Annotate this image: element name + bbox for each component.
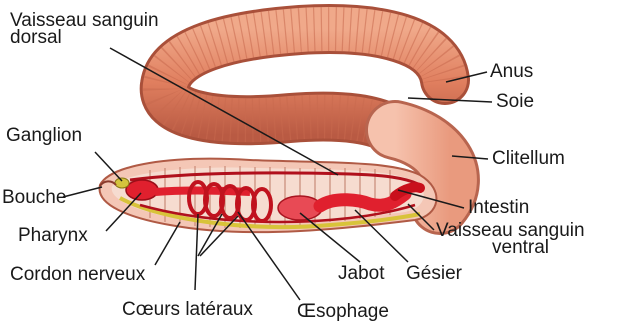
label-anus: Anus xyxy=(490,62,533,81)
label-intestin: Intestin xyxy=(468,198,529,217)
ganglion xyxy=(115,178,129,188)
label-coeurs-lateraux: Cœurs latéraux xyxy=(122,300,253,319)
label-cordon-nerveux: Cordon nerveux xyxy=(10,265,145,284)
label-pharynx: Pharynx xyxy=(18,226,88,245)
dissected-body xyxy=(100,159,437,232)
label-soie: Soie xyxy=(496,92,534,111)
label-bouche: Bouche xyxy=(2,188,66,207)
label-vaisseau-sanguin-dorsal: Vaisseau sanguin dorsal xyxy=(10,12,159,46)
label-ganglion: Ganglion xyxy=(6,126,82,145)
label-oesophage: Œsophage xyxy=(297,302,389,321)
label-clitellum: Clitellum xyxy=(492,149,565,168)
label-vaisseau-sanguin-ventral: Vaisseau sanguin ventral xyxy=(436,222,585,256)
label-gesier: Gésier xyxy=(406,264,462,283)
pharynx xyxy=(126,180,158,200)
label-jabot: Jabot xyxy=(338,264,384,283)
